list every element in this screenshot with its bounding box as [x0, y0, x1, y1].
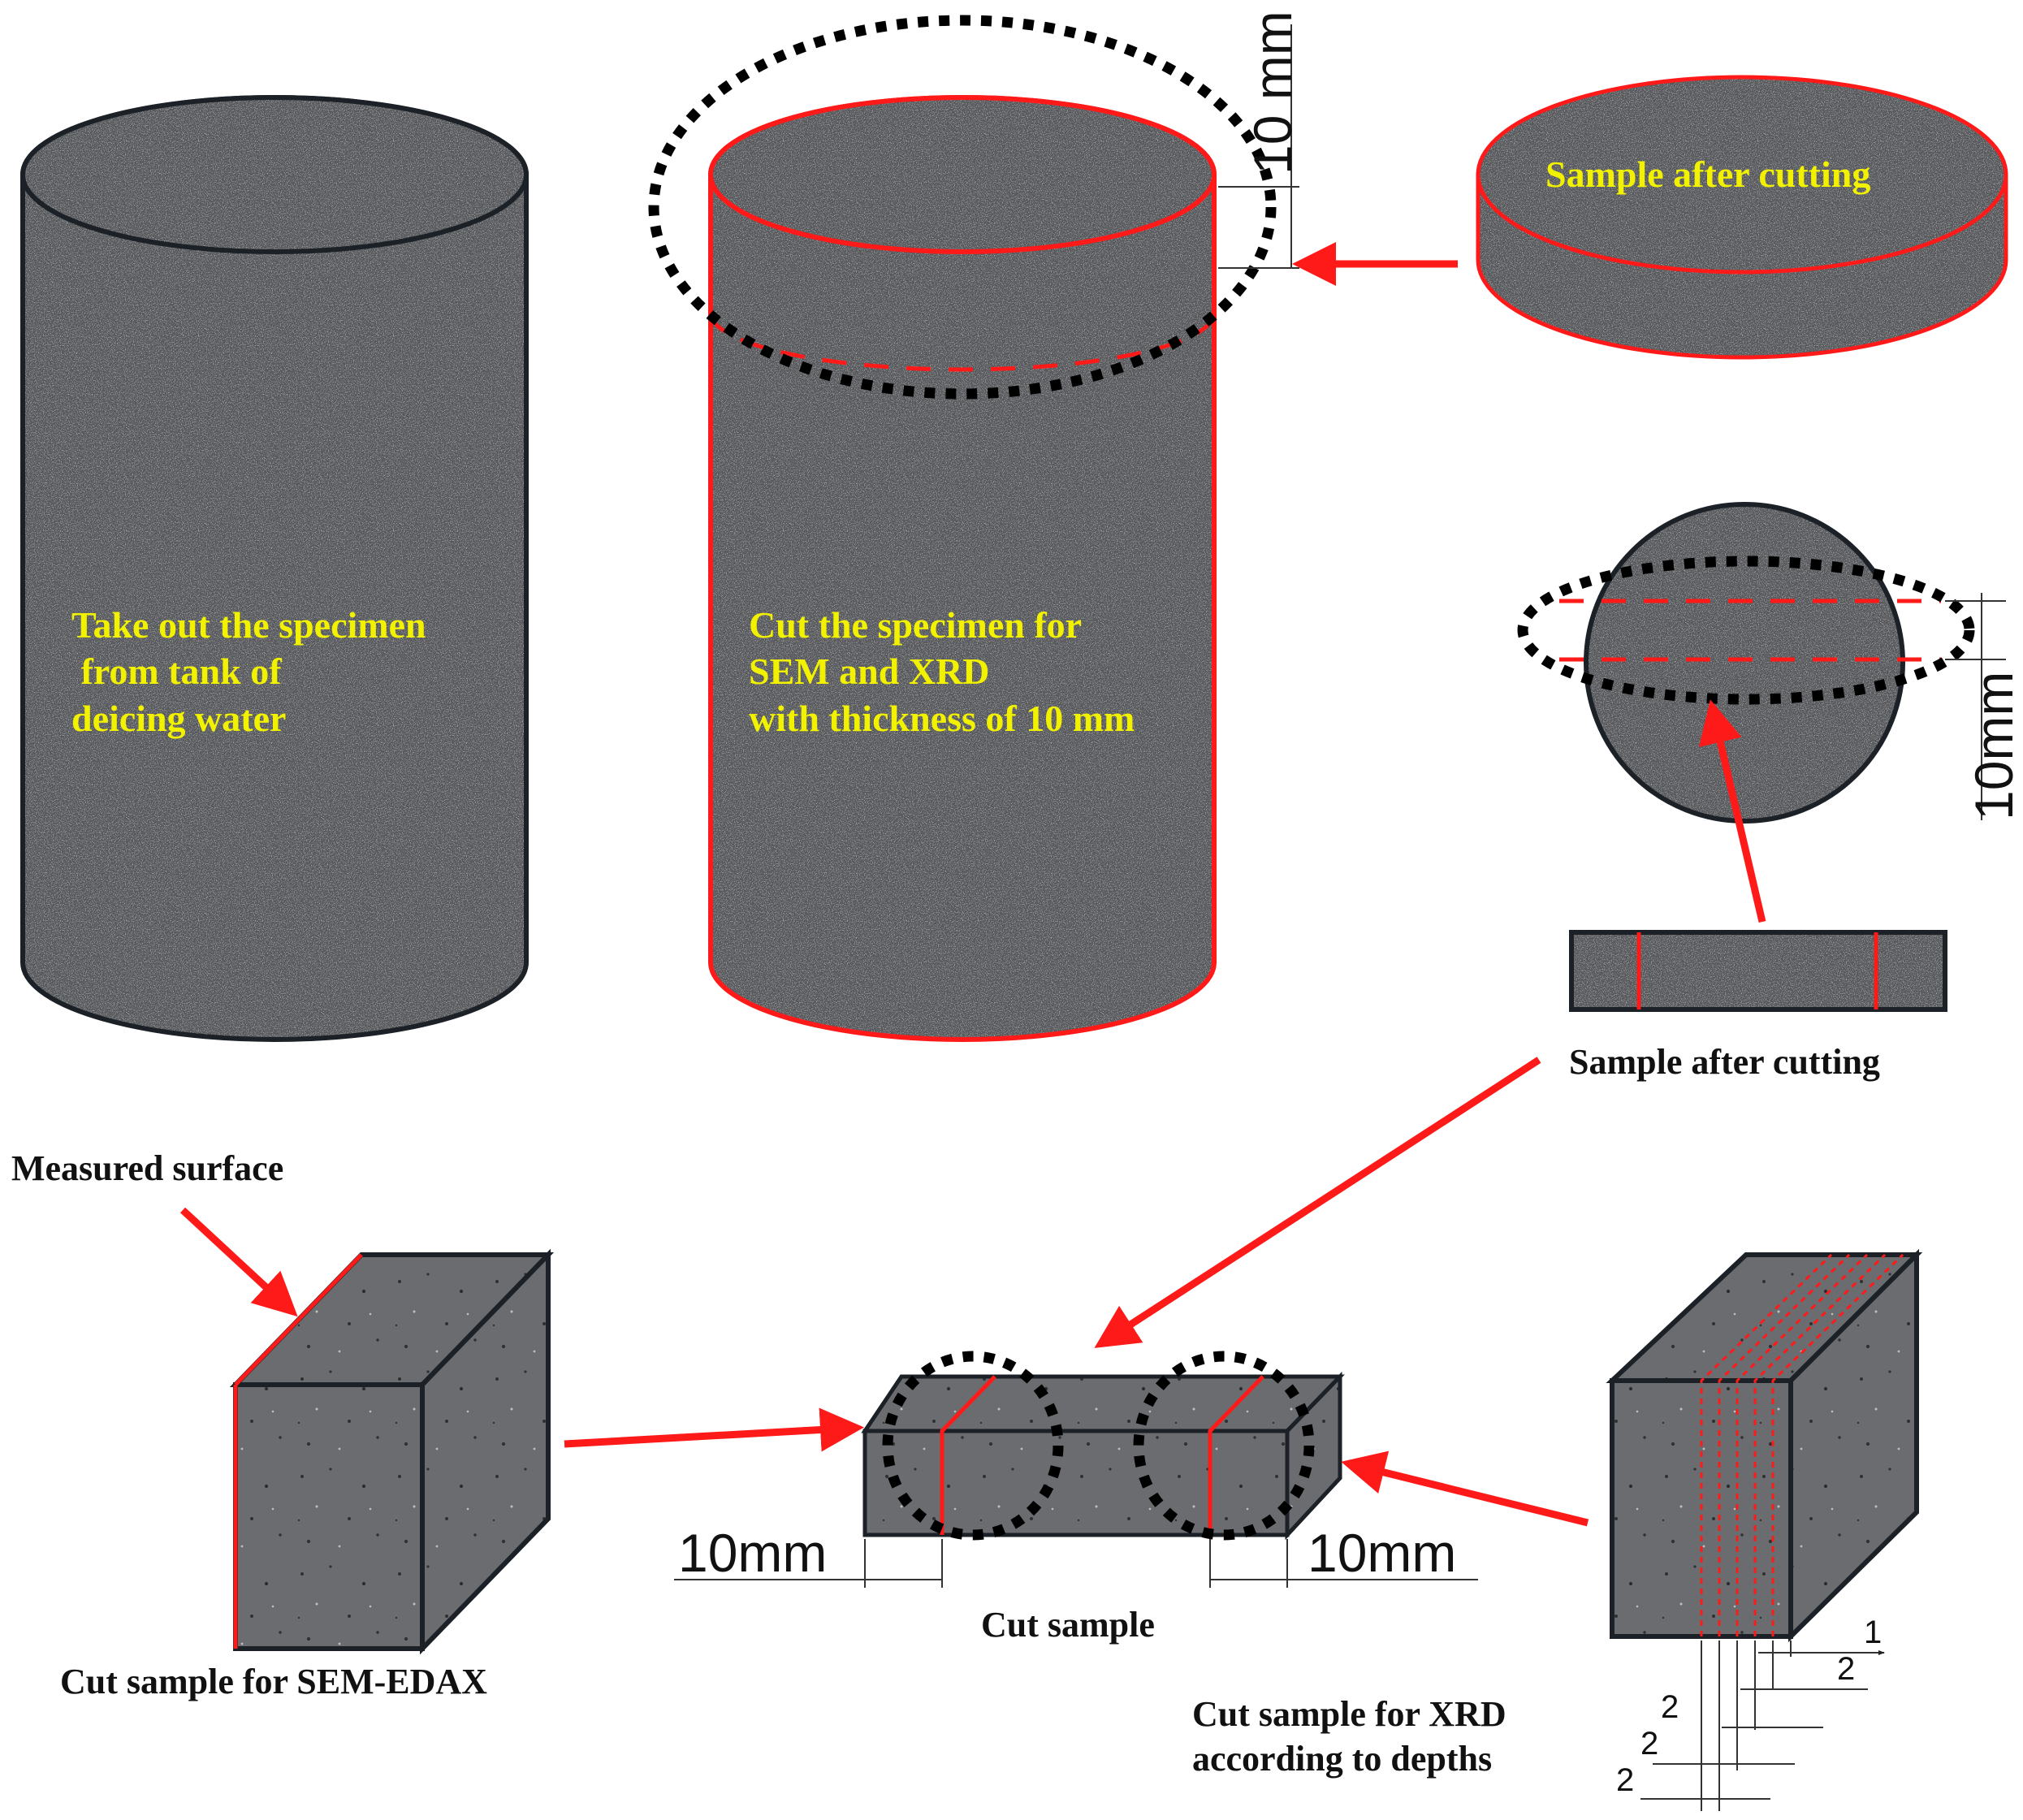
cutting-cylinder: Cut the specimen for SEM and XRD with th… [648, 11, 1458, 1042]
right-end-dimension: 10mm [1209, 1523, 1478, 1588]
disc-top-view: 10mm [1517, 502, 2023, 923]
step1-label-line3: deicing water [71, 698, 286, 739]
cut-line [708, 312, 1217, 372]
strip-dimension-label: 10mm [1964, 672, 2023, 820]
strip-arrow [1698, 699, 1766, 923]
xrd-label-line1: Cut sample for XRD [1192, 1694, 1506, 1734]
strip-label: Sample after cutting [1569, 1042, 1880, 1082]
sem-label: Cut sample for SEM-EDAX [60, 1662, 487, 1701]
cut-zone-highlight [648, 15, 1277, 400]
measured-surface-label: Measured surface [11, 1148, 283, 1188]
cut-sample-bar: 10mm 10mm Cut sample [674, 1351, 1478, 1645]
sem-cube: Measured surface Cut sample for SEM-EDAX [11, 1148, 555, 1701]
left-end-dimension: 10mm [674, 1523, 943, 1588]
strip-highlight [1517, 556, 1975, 705]
xrd-arrow [1341, 1450, 1589, 1527]
cut-sample-arrow [1094, 1057, 1541, 1348]
left-end-dimension-label: 10mm [678, 1523, 827, 1583]
step2-label-line2: SEM and XRD [749, 651, 990, 692]
sem-cut-highlight [882, 1351, 1064, 1541]
strip-sample: Sample after cutting [1569, 930, 1947, 1082]
cut-sample-label: Cut sample [981, 1605, 1155, 1645]
sem-arrow [564, 1407, 864, 1452]
right-end-dimension-label: 10mm [1308, 1523, 1456, 1583]
strip-dimension: 10mm [1945, 593, 2023, 820]
disc-sample: Sample after cutting [1476, 75, 2008, 360]
depth-label-1: 1 [1864, 1615, 1882, 1650]
measured-surface-arrow [179, 1207, 298, 1317]
disc-label: Sample after cutting [1545, 153, 1870, 195]
specimen-cylinder: Take out the specimen from tank of deici… [20, 95, 529, 1042]
depth-label-5: 2 [1616, 1762, 1634, 1798]
xrd-label-line2: according to depths [1192, 1739, 1492, 1779]
xrd-cube: 1 2 2 2 2 Cut sample for XRD according t… [1192, 1248, 1923, 1811]
xrd-cut-highlight [1133, 1351, 1315, 1541]
depth-label-3: 2 [1661, 1689, 1679, 1725]
step2-label-line3: with thickness of 10 mm [749, 698, 1135, 739]
depth-label-2: 2 [1837, 1651, 1855, 1687]
top-cut-dimension: 10 mm [1218, 11, 1303, 269]
top-cut-dimension-label: 10 mm [1243, 11, 1303, 175]
step1-label-line2: from tank of [71, 651, 282, 692]
xrd-depth-layers [1700, 1253, 1904, 1636]
step1-label-line1: Take out the specimen [71, 604, 426, 646]
depth-label-4: 2 [1640, 1726, 1658, 1762]
step2-label-line1: Cut the specimen for [749, 604, 1082, 646]
depth-dimensions: 1 2 2 2 2 [1616, 1615, 1885, 1811]
